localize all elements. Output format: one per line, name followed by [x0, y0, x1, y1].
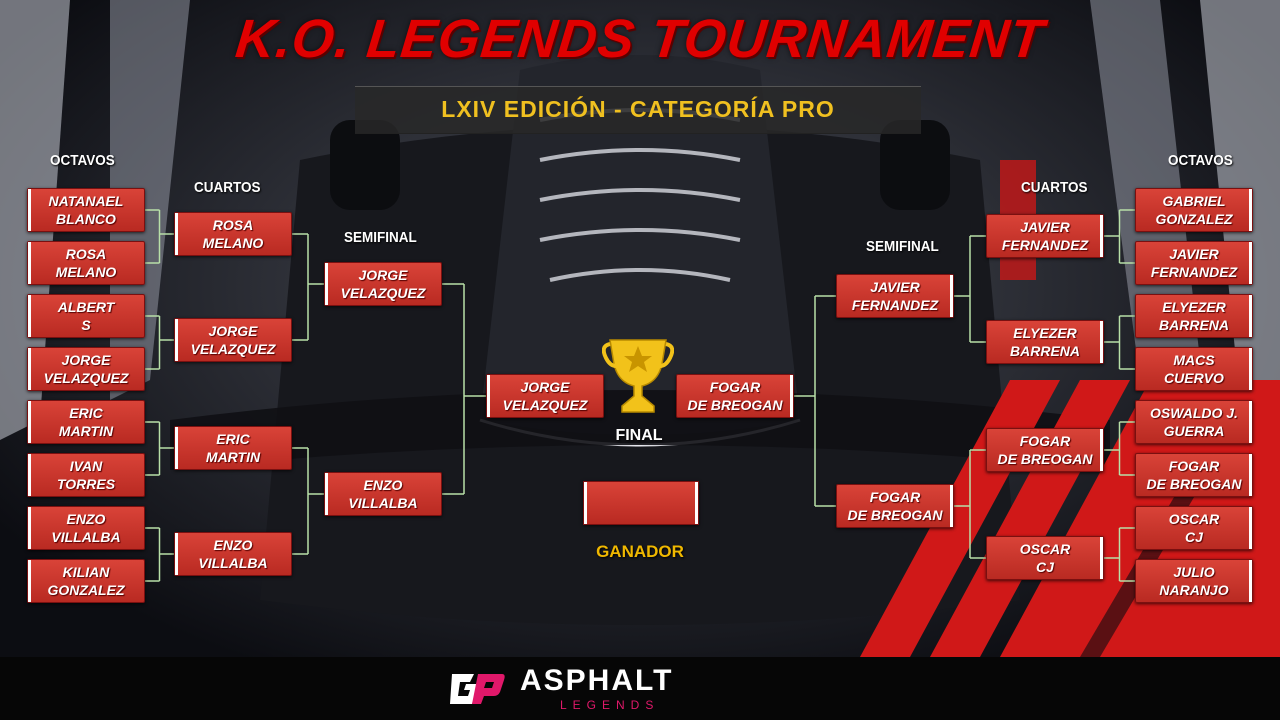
player-name: JORGE VELAZQUEZ: [190, 323, 276, 357]
player-name: ERIC MARTIN: [58, 405, 114, 439]
right-cuartos-slot-1: JAVIER FERNANDEZ: [986, 214, 1104, 258]
right-octavos-slot-6: FOGAR DE BREOGAN: [1135, 453, 1253, 497]
right-octavos-slot-4: MACS CUERVO: [1135, 347, 1253, 391]
player-name: IVAN TORRES: [56, 458, 116, 492]
right-octavos-slot-3: ELYEZER BARRENA: [1135, 294, 1253, 338]
left-octavos-slot-6: IVAN TORRES: [27, 453, 145, 497]
player-name: OSCAR CJ: [1168, 511, 1220, 545]
player-name: JORGE VELAZQUEZ: [340, 267, 426, 301]
player-name: JORGE VELAZQUEZ: [43, 352, 129, 386]
round-label-semifinal-right: SEMIFINAL: [866, 238, 939, 255]
edition-subtitle: LXIV EDICIÓN - CATEGORÍA PRO: [441, 96, 835, 122]
right-octavos-slot-2: JAVIER FERNANDEZ: [1135, 241, 1253, 285]
player-name: JAVIER FERNANDEZ: [1001, 219, 1089, 253]
player-name: JULIO NARANJO: [1159, 564, 1229, 598]
player-name: FOGAR DE BREOGAN: [1146, 458, 1242, 492]
player-name: ENZO VILLALBA: [51, 511, 121, 545]
left-octavos-slot-7: ENZO VILLALBA: [27, 506, 145, 550]
player-name: JORGE VELAZQUEZ: [502, 379, 588, 413]
round-label-octavos-right: OCTAVOS: [1168, 152, 1233, 169]
right-cuartos-slot-4: OSCAR CJ: [986, 536, 1104, 580]
left-octavos-slot-3: ALBERT S: [27, 294, 145, 338]
player-name: FOGAR DE BREOGAN: [687, 379, 783, 413]
player-name: ELYEZER BARRENA: [1159, 299, 1229, 333]
winner-label: GANADOR: [596, 542, 684, 561]
right-semifinal-slot-2: FOGAR DE BREOGAN: [836, 484, 954, 528]
player-name: JAVIER FERNANDEZ: [851, 279, 939, 313]
player-name: MACS CUERVO: [1164, 352, 1224, 386]
player-name: FOGAR DE BREOGAN: [997, 433, 1093, 467]
winner-slot: [583, 481, 699, 525]
logo-wordmark: ASPHALT: [520, 664, 674, 697]
right-octavos-slot-1: GABRIEL GONZALEZ: [1135, 188, 1253, 232]
player-name: ELYEZER BARRENA: [1010, 325, 1080, 359]
round-label-semifinal-left: SEMIFINAL: [344, 229, 417, 246]
right-semifinal-slot-1: JAVIER FERNANDEZ: [836, 274, 954, 318]
round-label-cuartos-right: CUARTOS: [1021, 179, 1088, 196]
player-name: ALBERT S: [57, 299, 115, 333]
player-name: NATANAEL BLANCO: [48, 193, 124, 227]
round-label-octavos-left: OCTAVOS: [50, 152, 115, 169]
right-octavos-slot-8: JULIO NARANJO: [1135, 559, 1253, 603]
player-name: OSWALDO J. GUERRA: [1150, 405, 1238, 439]
left-octavos-slot-8: KILIAN GONZALEZ: [27, 559, 145, 603]
player-name: ENZO VILLALBA: [198, 537, 268, 571]
left-cuartos-slot-1: ROSA MELANO: [174, 212, 292, 256]
left-semifinal-slot-1: JORGE VELAZQUEZ: [324, 262, 442, 306]
player-name: ENZO VILLALBA: [348, 477, 418, 511]
asphalt-legends-logo: ASPHALT LEGENDS: [448, 664, 708, 714]
right-cuartos-slot-3: FOGAR DE BREOGAN: [986, 428, 1104, 472]
player-name: ROSA MELANO: [55, 246, 117, 280]
tournament-title: K.O. LEGENDS TOURNAMENT: [232, 9, 1048, 69]
left-cuartos-slot-2: JORGE VELAZQUEZ: [174, 318, 292, 362]
footer-bar: [0, 657, 1280, 720]
round-label-cuartos-left: CUARTOS: [194, 179, 261, 196]
left-octavos-slot-5: ERIC MARTIN: [27, 400, 145, 444]
left-octavos-slot-4: JORGE VELAZQUEZ: [27, 347, 145, 391]
left-cuartos-slot-3: ERIC MARTIN: [174, 426, 292, 470]
right-octavos-slot-5: OSWALDO J. GUERRA: [1135, 400, 1253, 444]
right-cuartos-slot-2: ELYEZER BARRENA: [986, 320, 1104, 364]
logo-subtitle: LEGENDS: [560, 698, 660, 712]
final-slot-left: JORGE VELAZQUEZ: [486, 374, 604, 418]
player-name: JAVIER FERNANDEZ: [1150, 246, 1238, 280]
player-name: ERIC MARTIN: [205, 431, 261, 465]
asphalt-logo-icon: [450, 674, 505, 704]
subtitle-banner: LXIV EDICIÓN - CATEGORÍA PRO: [355, 86, 921, 134]
right-octavos-slot-7: OSCAR CJ: [1135, 506, 1253, 550]
left-semifinal-slot-2: ENZO VILLALBA: [324, 472, 442, 516]
player-name: FOGAR DE BREOGAN: [847, 489, 943, 523]
player-name: ROSA MELANO: [202, 217, 264, 251]
player-name: KILIAN GONZALEZ: [47, 564, 125, 598]
left-octavos-slot-2: ROSA MELANO: [27, 241, 145, 285]
left-cuartos-slot-4: ENZO VILLALBA: [174, 532, 292, 576]
trophy-icon: [602, 339, 674, 413]
player-name: GABRIEL GONZALEZ: [1155, 193, 1233, 227]
player-name: OSCAR CJ: [1019, 541, 1071, 575]
final-slot-right: FOGAR DE BREOGAN: [676, 374, 794, 418]
left-octavos-slot-1: NATANAEL BLANCO: [27, 188, 145, 232]
final-label: FINAL: [615, 427, 663, 444]
